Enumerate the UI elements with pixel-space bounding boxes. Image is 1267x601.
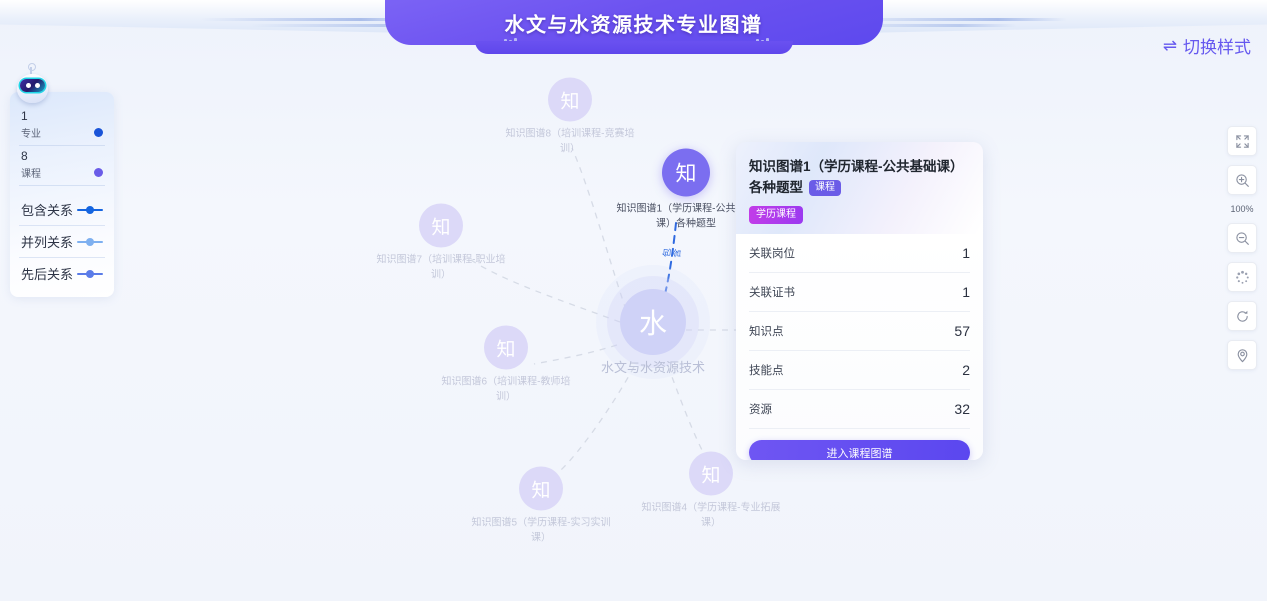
card-type-badge: 课程 — [809, 180, 841, 196]
legend-stat-count: 1 — [21, 109, 28, 123]
node-label: 知识图谱4（学历课程-专业拓展课） — [641, 502, 781, 529]
legend-stat-label: 课程 — [21, 169, 41, 180]
swap-horizontal-icon: ⇌ — [1162, 36, 1177, 55]
edge-center-n4 — [667, 365, 711, 465]
legend-stat-major: 1 专业 — [19, 106, 105, 146]
edge-center-n5 — [551, 366, 635, 479]
graph-node-n8[interactable]: 知 知识图谱8（培训课程-竞赛培训） — [500, 77, 640, 157]
legend-stat-label: 专业 — [21, 129, 41, 140]
node-label: 知识图谱7（培训课程-职业培训） — [376, 254, 506, 281]
legend-relation-label: 先后关系 — [21, 267, 74, 282]
node-label: 知识图谱1（学历课程-公共基础课）各种题型 — [616, 203, 756, 230]
card-row-value: 57 — [954, 323, 970, 339]
zoom-out-icon — [1235, 231, 1249, 245]
node-label: 知识图谱6（培训课程-教师培训） — [441, 376, 571, 403]
node-glyph: 知 — [519, 466, 563, 511]
card-row-key: 技能点 — [749, 365, 784, 377]
graph-node-center[interactable]: 水 水文与水资源技术 — [578, 289, 728, 375]
robot-assistant-icon[interactable] — [16, 63, 50, 104]
legend-relation-label: 并列关系 — [21, 235, 74, 250]
loading-spinner-icon — [1235, 270, 1249, 284]
card-row-related-certs: 关联证书 1 — [749, 273, 970, 312]
layout-button[interactable] — [1227, 262, 1257, 292]
graph-node-n6[interactable]: 知 知识图谱6（培训课程-教师培训） — [436, 325, 576, 405]
node-label: 知识图谱8（培训课程-竞赛培训） — [505, 128, 635, 155]
switch-style-button[interactable]: ⇌ 切换样式 — [1163, 33, 1251, 58]
legend-stat-count: 8 — [21, 149, 28, 163]
card-row-value: 32 — [954, 401, 970, 417]
enter-course-graph-button[interactable]: 进入课程图谱 — [749, 440, 970, 460]
fullscreen-icon — [1235, 134, 1249, 148]
refresh-icon — [1236, 310, 1248, 322]
zoom-in-button[interactable] — [1227, 165, 1257, 195]
legend-major-dot-icon — [94, 128, 103, 137]
graph-node-n5[interactable]: 知 知识图谱5（学历课程-实习实训课） — [471, 466, 611, 546]
card-category-tag: 学历课程 — [749, 206, 803, 224]
card-row-skill-points: 技能点 2 — [749, 351, 970, 390]
locate-pin-icon — [1237, 348, 1247, 362]
card-row-key: 关联证书 — [749, 287, 795, 299]
node-glyph: 知 — [419, 203, 463, 248]
refresh-button[interactable] — [1227, 301, 1257, 331]
center-node-glyph: 水 — [620, 289, 686, 355]
card-stat-rows: 关联岗位 1 关联证书 1 知识点 57 技能点 2 资源 32 — [749, 234, 970, 429]
node-detail-card: 知识图谱1（学历课程-公共基础课）各种题型课程 学历课程 关联岗位 1 关联证书… — [736, 142, 983, 460]
card-row-key: 资源 — [749, 404, 772, 416]
graph-node-n4[interactable]: 知 知识图谱4（学历课程-专业拓展课） — [641, 451, 781, 531]
card-row-value: 2 — [962, 362, 970, 378]
node-glyph: 知 — [548, 77, 592, 122]
relation-line-icon — [77, 237, 103, 247]
legend-relations: 包含关系 并列关系 先后关系 — [19, 194, 105, 289]
legend-panel: 1 专业 8 课程 包含关系 并列关系 — [10, 63, 114, 297]
card-title: 知识图谱1（学历课程-公共基础课）各种题型课程 — [749, 156, 970, 198]
zoom-out-button[interactable] — [1227, 223, 1257, 253]
locate-button[interactable] — [1227, 340, 1257, 370]
switch-style-label: 切换样式 — [1183, 38, 1251, 57]
card-row-value: 1 — [962, 245, 970, 261]
edge-relation-tag: 包含 — [661, 247, 683, 260]
fullscreen-button[interactable] — [1227, 126, 1257, 156]
relation-line-icon — [77, 269, 103, 279]
graph-toolbar: 100% — [1227, 126, 1257, 370]
card-row-key: 关联岗位 — [749, 248, 795, 260]
graph-node-n1[interactable]: 知 知识图谱1（学历课程-公共基础课）各种题型 — [611, 148, 761, 232]
legend-relation-sequence[interactable]: 先后关系 — [19, 258, 105, 289]
card-row-key: 知识点 — [749, 326, 784, 338]
card-row-value: 1 — [962, 284, 970, 300]
legend-relation-parallel[interactable]: 并列关系 — [19, 226, 105, 258]
zoom-level-label: 100% — [1230, 204, 1254, 214]
zoom-in-icon — [1235, 173, 1249, 187]
center-node-label: 水文与水资源技术 — [600, 360, 705, 375]
node-glyph: 知 — [484, 325, 528, 370]
graph-node-n7[interactable]: 知 知识图谱7（培训课程-职业培训） — [371, 203, 511, 283]
legend-relation-contains[interactable]: 包含关系 — [19, 194, 105, 226]
node-glyph: 知 — [662, 148, 710, 197]
card-row-knowledge-points: 知识点 57 — [749, 312, 970, 351]
relation-line-icon — [77, 205, 103, 215]
card-row-resources: 资源 32 — [749, 390, 970, 429]
legend-relation-label: 包含关系 — [21, 203, 74, 218]
legend-stat-course: 8 课程 — [19, 146, 105, 186]
node-glyph: 知 — [689, 451, 733, 496]
card-title-text: 知识图谱1（学历课程-公共基础课）各种题型 — [749, 159, 964, 195]
node-label: 知识图谱5（学历课程-实习实训课） — [471, 517, 611, 544]
card-row-related-posts: 关联岗位 1 — [749, 234, 970, 273]
legend-course-dot-icon — [94, 168, 103, 177]
